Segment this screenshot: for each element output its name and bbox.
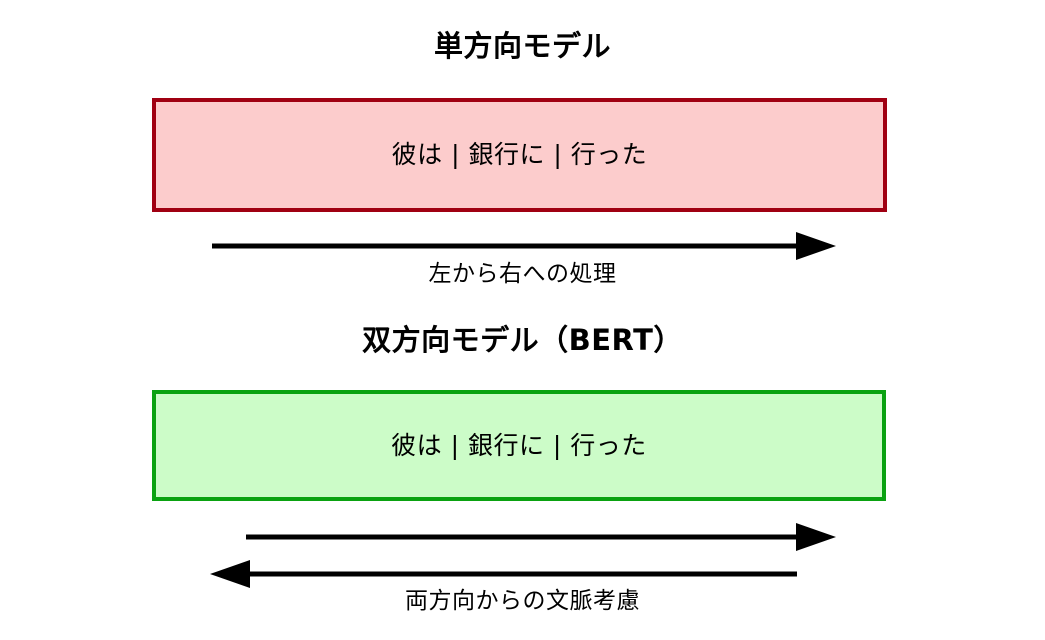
arrow-head-right-icon [796,232,836,260]
unidirectional-arrow-caption: 左から右への処理 [428,261,617,287]
unidirectional-section-title: 単方向モデル [433,29,611,63]
right-to-left-arrow [210,560,797,588]
bidirectional-section-title: 双方向モデル（BERT） [362,323,683,357]
bidirectional-arrow-caption: 両方向からの文脈考慮 [405,588,640,614]
bidirectional-sentence-text: 彼は | 銀行に | 行った [391,430,647,460]
arrow-head-right-icon [796,523,836,551]
arrow-head-left-icon [210,560,250,588]
left-to-right-arrow [212,232,836,260]
unidirectional-sentence-box: 彼は | 銀行に | 行った [152,98,887,212]
left-to-right-arrow [246,523,836,551]
bidirectional-sentence-box: 彼は | 銀行に | 行った [152,390,886,501]
unidirectional-sentence-text: 彼は | 銀行に | 行った [391,140,648,169]
